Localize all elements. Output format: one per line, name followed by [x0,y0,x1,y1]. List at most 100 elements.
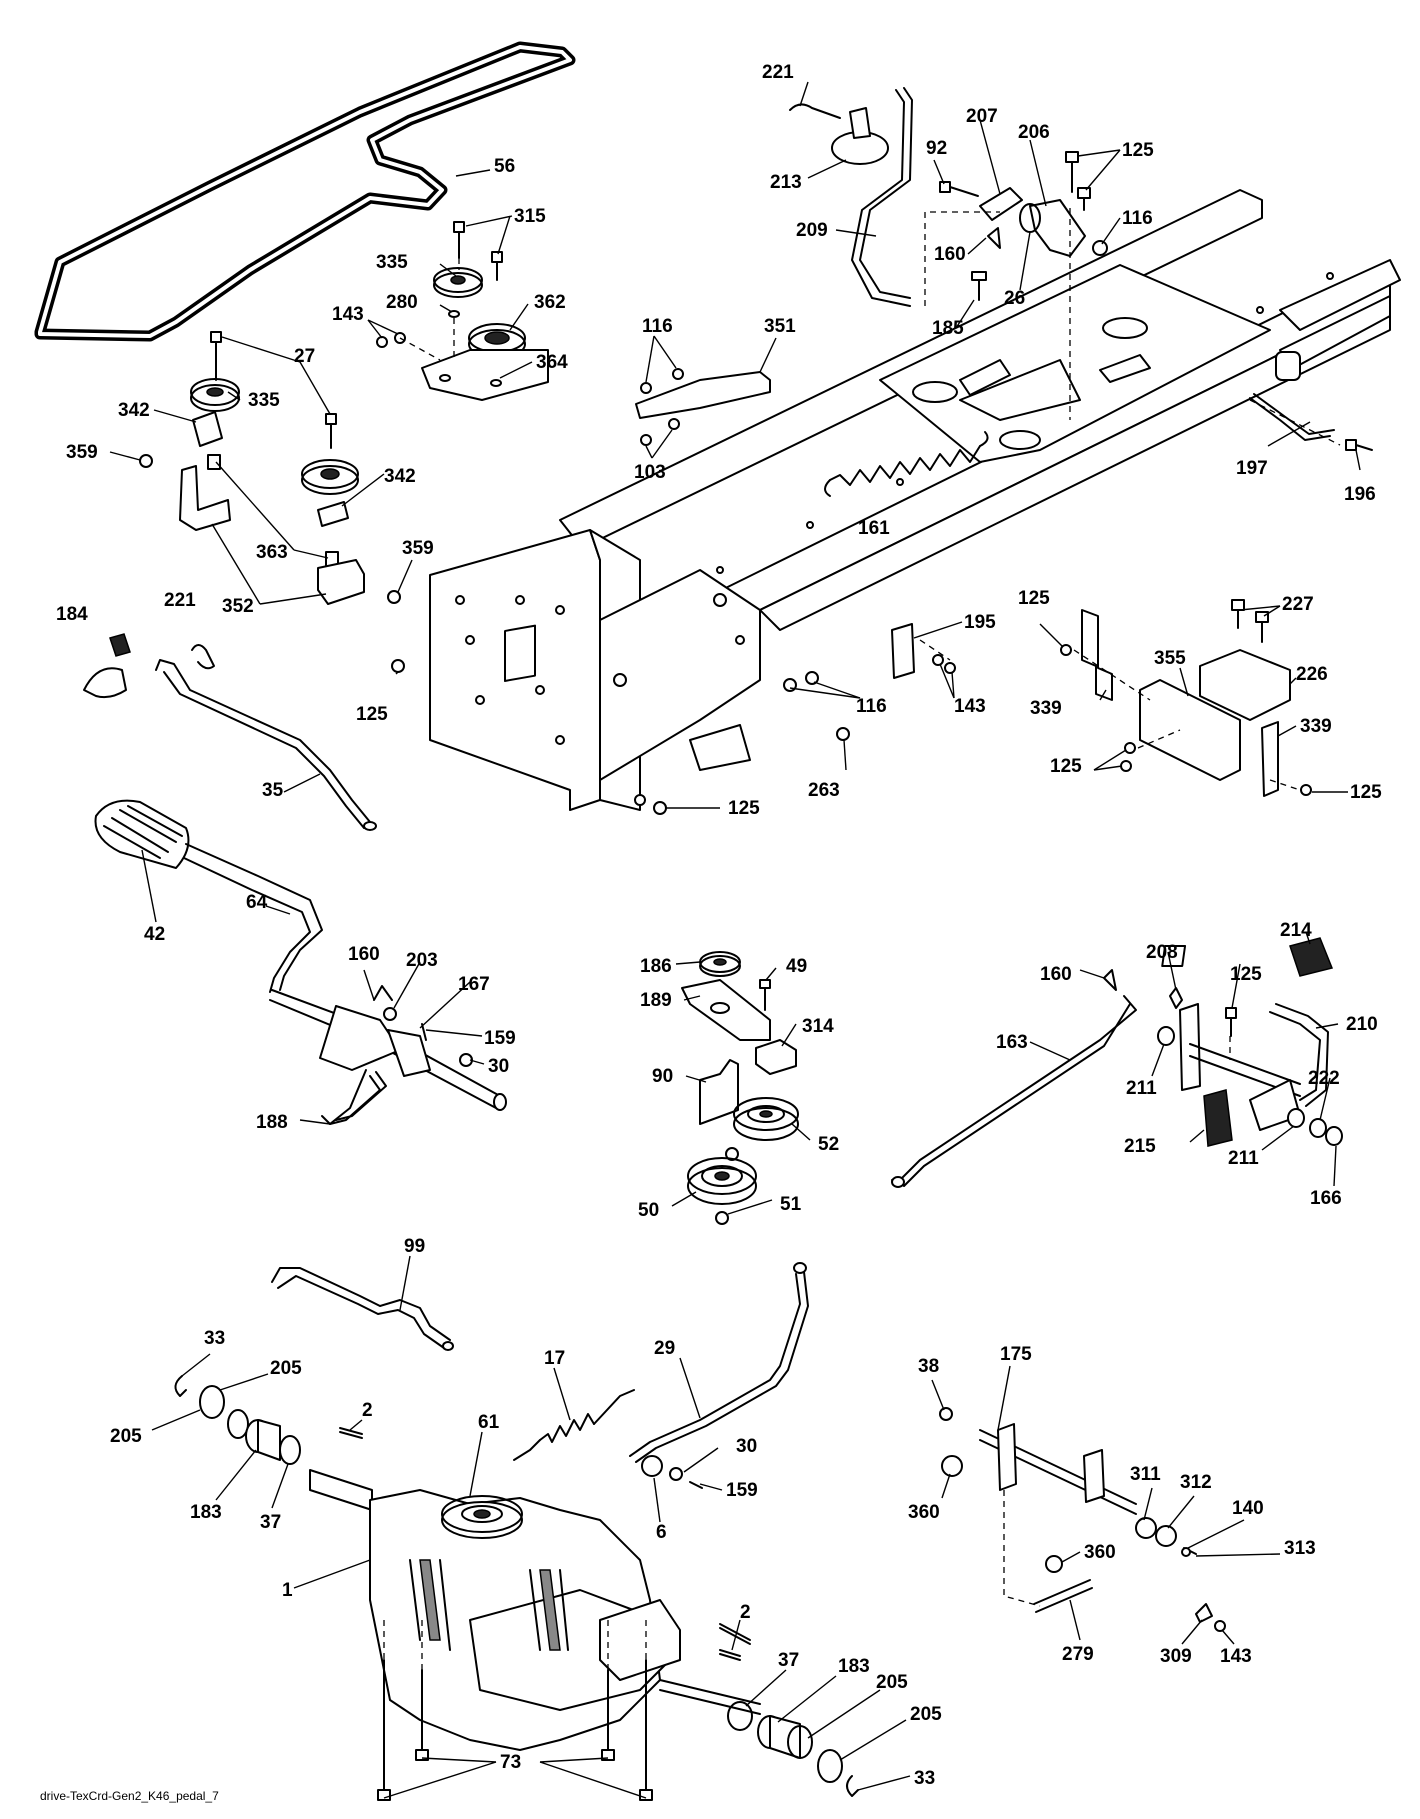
callout-339: 339 [1300,716,1332,737]
cap-184 [83,633,131,699]
callout-167: 167 [458,974,490,995]
rod-29 [629,1262,809,1463]
callout-29: 29 [654,1338,675,1359]
callout-315: 315 [514,206,546,227]
callout-51: 51 [780,1194,802,1215]
lever-197 [1249,351,1373,451]
callout-116: 116 [856,696,887,717]
callout-33: 33 [914,1768,935,1789]
callout-188: 188 [256,1112,288,1133]
callout-116: 116 [1122,208,1153,229]
callout-205: 205 [876,1672,908,1693]
callout-73: 73 [500,1752,521,1773]
callout-175: 175 [1000,1344,1032,1365]
callout-279: 279 [1062,1644,1094,1665]
diagram-caption: drive-TexCrd-Gen2_K46_pedal_7 [40,1789,219,1803]
callout-33: 33 [204,1328,225,1349]
callout-125: 125 [728,798,760,819]
callout-359: 359 [66,442,98,463]
callout-27: 27 [294,346,315,367]
callout-37: 37 [778,1650,799,1671]
brake-pedal-assembly [891,937,1343,1188]
callout-183: 183 [838,1656,870,1677]
callout-197: 197 [1236,458,1268,479]
callout-30: 30 [488,1056,509,1077]
lift-lever-assembly [789,87,1108,420]
callout-364: 364 [536,352,568,373]
callout-215: 215 [1124,1136,1156,1157]
callout-339: 339 [1030,698,1062,719]
callout-49: 49 [786,956,807,977]
transmission-1 [309,1469,761,1801]
callout-205: 205 [910,1704,942,1725]
callout-206: 206 [1018,122,1050,143]
callout-183: 183 [190,1502,222,1523]
callout-125: 125 [1230,964,1262,985]
callout-314: 314 [802,1016,834,1037]
callout-143: 143 [954,696,986,717]
callout-360: 360 [908,1502,940,1523]
callout-116: 116 [642,316,673,337]
callout-359: 359 [402,538,434,559]
callout-42: 42 [144,924,165,945]
callout-211: 211 [1228,1148,1259,1169]
callout-184: 184 [56,604,88,625]
callout-351: 351 [764,316,796,337]
shift-lever-64 [94,799,507,1125]
callout-2: 2 [740,1602,751,1623]
callout-17: 17 [544,1348,565,1369]
callout-140: 140 [1232,1498,1264,1519]
callout-309: 309 [1160,1646,1192,1667]
callout-143: 143 [1220,1646,1252,1667]
main-frame [429,189,1401,811]
callout-189: 189 [640,990,672,1011]
callout-186: 186 [640,956,672,977]
callout-363: 363 [256,542,288,563]
callout-185: 185 [932,318,964,339]
hardware-6-30-159 [641,1455,703,1489]
callout-159: 159 [484,1028,516,1049]
callout-226: 226 [1296,664,1328,685]
rod-188 [329,1071,387,1125]
callout-99: 99 [404,1236,425,1257]
callout-362: 362 [534,292,566,313]
idler-arm-assembly [681,951,799,1225]
callout-196: 196 [1344,484,1376,505]
callout-221: 221 [762,62,794,83]
callout-61: 61 [478,1412,500,1433]
callout-312: 312 [1180,1472,1212,1493]
callout-203: 203 [406,950,438,971]
callout-360: 360 [1084,1542,1116,1563]
callout-208: 208 [1146,942,1178,963]
callout-159: 159 [726,1480,758,1501]
clip-221 [191,644,215,670]
axle-hardware-right [719,1649,859,1797]
callout-211: 211 [1126,1078,1157,1099]
cross-shaft-175 [939,1407,1226,1632]
callout-335: 335 [248,390,280,411]
callout-195: 195 [964,612,996,633]
callout-125: 125 [1018,588,1050,609]
callout-125: 125 [356,704,388,725]
callout-92: 92 [926,138,947,159]
idler-assembly-upper [376,221,549,401]
callout-214: 214 [1280,920,1312,941]
bracket-351 [635,368,771,446]
callout-160: 160 [934,244,966,265]
callout-143: 143 [332,304,364,325]
callout-6: 6 [656,1522,667,1543]
callout-335: 335 [376,252,408,273]
small-hardware-mid [391,623,956,815]
spring-17 [513,1389,635,1461]
right-bracket-assembly [1060,599,1312,797]
callout-1: 1 [282,1580,293,1601]
callout-207: 207 [966,106,998,127]
callout-52: 52 [818,1134,839,1155]
callout-38: 38 [918,1356,939,1377]
callout-311: 311 [1130,1464,1161,1485]
callout-210: 210 [1346,1014,1378,1035]
callout-280: 280 [386,292,418,313]
callout-125: 125 [1050,756,1082,777]
rod-99 [271,1267,454,1351]
